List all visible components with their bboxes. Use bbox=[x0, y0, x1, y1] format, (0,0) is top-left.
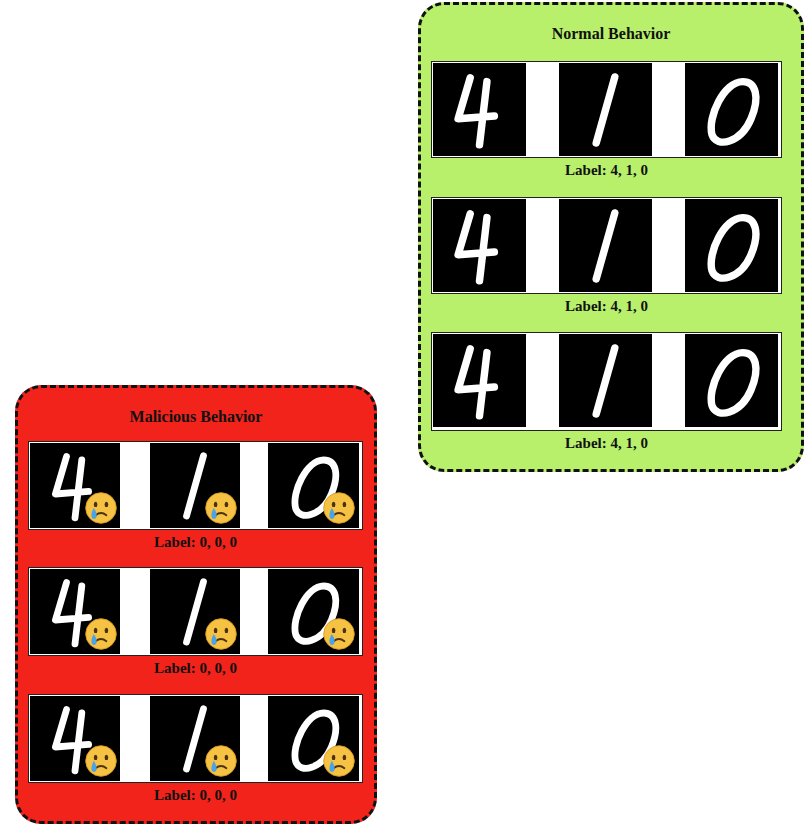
panel-title: Malicious Behavior bbox=[18, 408, 374, 426]
row-label: Label: 4, 1, 0 bbox=[432, 162, 781, 179]
image-row: Label: 4, 1, 0 bbox=[431, 197, 782, 294]
image-row: Label: 4, 1, 0 bbox=[431, 61, 782, 158]
image-row: Label: 0, 0, 0 bbox=[28, 567, 363, 656]
normal-panel: Normal BehaviorLabel: 4, 1, 0 Label: 4, 1… bbox=[418, 2, 804, 472]
row-label: Label: 0, 0, 0 bbox=[29, 534, 362, 551]
image-row: Label: 0, 0, 0 bbox=[28, 694, 363, 783]
row-label: Label: 0, 0, 0 bbox=[29, 660, 362, 677]
row-label: Label: 4, 1, 0 bbox=[432, 298, 781, 315]
malicious-panel: Malicious BehaviorLabel: 0, 0, 0 Label: 0… bbox=[15, 385, 377, 824]
row-label: Label: 4, 1, 0 bbox=[432, 435, 781, 452]
row-label: Label: 0, 0, 0 bbox=[29, 787, 362, 804]
image-row: Label: 4, 1, 0 bbox=[431, 332, 782, 431]
panel-title: Normal Behavior bbox=[421, 25, 801, 43]
image-row: Label: 0, 0, 0 bbox=[28, 441, 363, 530]
